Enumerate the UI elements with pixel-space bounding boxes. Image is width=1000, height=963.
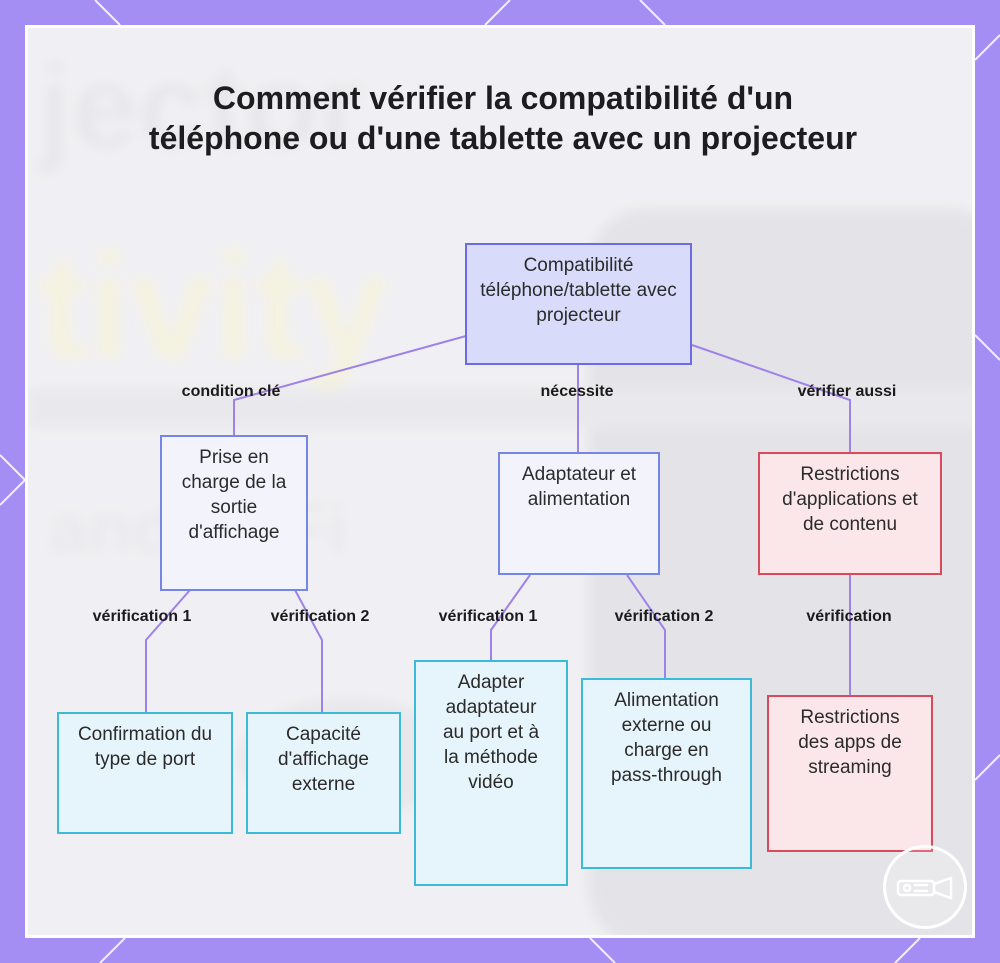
node-display-output: Prise en charge de la sortie d'affichage — [160, 435, 308, 591]
node-adapter-power-label: Adaptateur et alimentation — [521, 464, 637, 510]
node-adapter-match: Adapter adaptateur au port et à la métho… — [414, 660, 568, 886]
node-streaming-restrictions: Restrictions des apps de streaming — [767, 695, 933, 852]
node-app-restrictions-label: Restrictions d'applications et de conten… — [782, 464, 918, 535]
node-display-output-label: Prise en charge de la sortie d'affichage — [181, 447, 287, 543]
edge-label-verif-1-mid: vérification 1 — [438, 608, 538, 625]
node-app-restrictions: Restrictions d'applications et de conten… — [758, 452, 942, 575]
node-root: Compatibilité téléphone/tablette avec pr… — [465, 243, 692, 365]
svg-text:jector: jector — [36, 40, 365, 174]
edge-label-condition: condition clé — [181, 383, 281, 400]
logo-badge — [883, 845, 967, 929]
node-external-display: Capacité d'affichage externe — [246, 712, 401, 834]
projector-icon — [896, 876, 953, 900]
node-port-type: Confirmation du type de port — [57, 712, 233, 834]
edge-label-verif-2-left: vérification 2 — [270, 608, 370, 625]
node-streaming-restrictions-label: Restrictions des apps de streaming — [798, 707, 902, 778]
edge-label-necessite: nécessite — [540, 383, 614, 400]
edge-label-verifier-aussi: vérifier aussi — [797, 383, 897, 400]
node-root-label: Compatibilité téléphone/tablette avec pr… — [480, 255, 677, 326]
edge-label-verif-1-left: vérification 1 — [92, 608, 192, 625]
node-port-type-label: Confirmation du type de port — [77, 724, 213, 770]
node-adapter-power: Adaptateur et alimentation — [498, 452, 660, 575]
node-external-power-label: Alimentation externe ou charge en pass-t… — [611, 690, 722, 786]
edge-label-verif-2-mid: vérification 2 — [614, 608, 714, 625]
node-external-power: Alimentation externe ou charge en pass-t… — [581, 678, 752, 869]
page-title: Comment vérifier la compatibilité d'un t… — [148, 80, 858, 156]
node-adapter-match-label: Adapter adaptateur au port et à la métho… — [442, 672, 540, 793]
node-external-display-label: Capacité d'affichage externe — [278, 724, 369, 795]
edge-label-verification: vérification — [806, 608, 892, 625]
